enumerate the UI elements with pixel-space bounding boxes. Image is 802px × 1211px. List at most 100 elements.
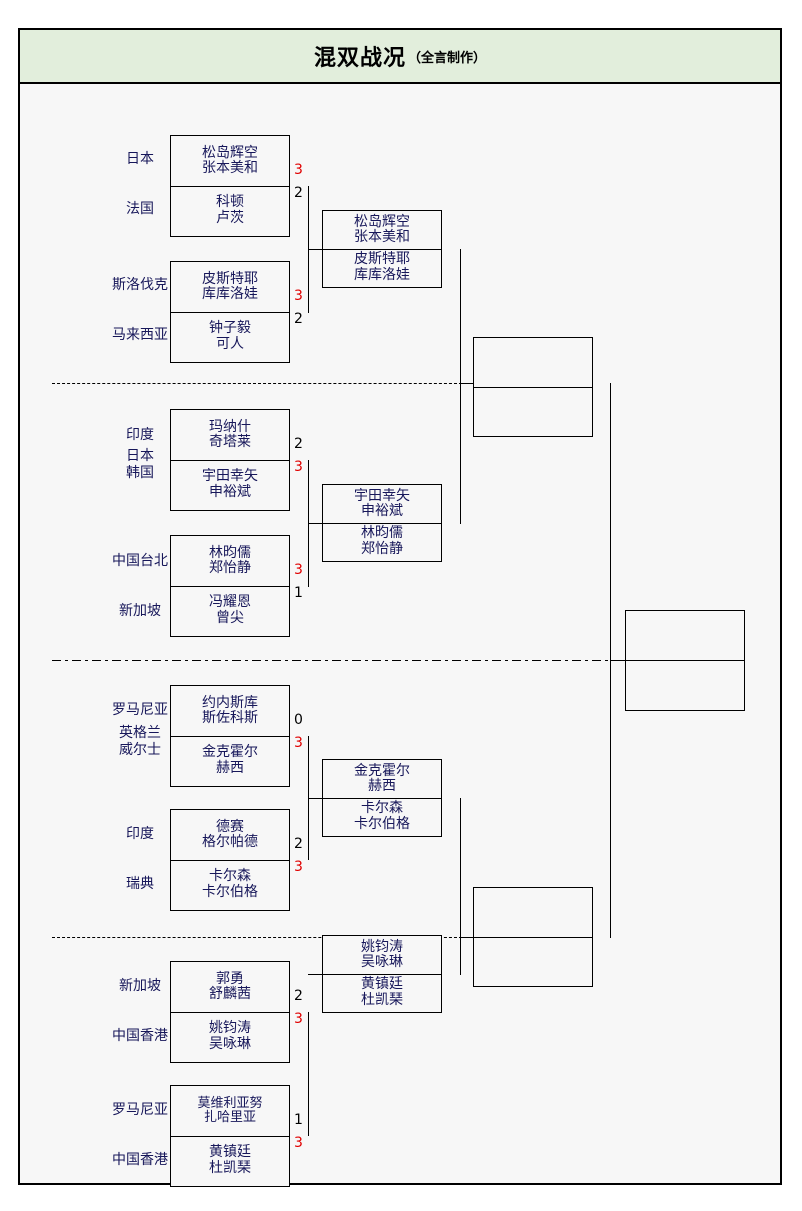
match-box-r1-5[interactable]: 约内斯库 斯佐科斯 金克霍尔 赫西	[170, 685, 290, 787]
match-box-r2-4[interactable]: 姚钧涛 吴咏琳 黄镇廷 杜凯琹	[322, 935, 442, 1013]
match-slot-bottom[interactable]: 黄镇廷 杜凯琹	[171, 1135, 289, 1186]
score-loser: 1	[294, 1112, 303, 1128]
score-loser: 2	[294, 436, 303, 452]
match-slot-bottom[interactable]: 皮斯特耶 库库洛娃	[323, 248, 441, 287]
match-box-r1-2[interactable]: 皮斯特耶 库库洛娃 钟子毅 可人	[170, 261, 290, 363]
match-slot-bottom[interactable]: 黄镇廷 杜凯琹	[323, 973, 441, 1012]
player-name: 申裕斌	[361, 503, 403, 519]
player-name: 杜凯琹	[361, 991, 403, 1008]
match-box-r2-1[interactable]: 松岛辉空 张本美和 皮斯特耶 库库洛娃	[322, 210, 442, 288]
match-box-r1-4[interactable]: 林昀儒 郑怡静 冯耀恩 曾尖	[170, 535, 290, 637]
match-box-r1-1[interactable]: 松岛辉空 张本美和 科顿 卢茨	[170, 135, 290, 237]
score-winner: 3	[294, 459, 303, 475]
match-slot-top[interactable]: 松岛辉空 张本美和	[323, 211, 441, 250]
player-name: 皮斯特耶	[202, 270, 258, 287]
player-name: 黄镇廷	[361, 976, 403, 993]
connector-horizontal	[460, 383, 482, 384]
match-slot-top[interactable]: 金克霍尔 赫西	[323, 760, 441, 799]
match-slot-bottom[interactable]: 钟子毅 可人	[171, 311, 289, 362]
match-slot-bottom[interactable]: 姚钧涛 吴咏琳	[171, 1011, 289, 1062]
player-name: 冯耀恩	[209, 594, 251, 611]
score-winner: 3	[294, 735, 303, 751]
player-name: 松岛辉空	[202, 144, 258, 161]
player-name: 库库洛娃	[202, 286, 258, 302]
country-label: 斯洛伐克	[112, 277, 168, 293]
bracket-canvas: 日本 法国 斯洛伐克 马来西亚 印度 日本 韩国 中国台北 新加坡 罗马尼亚 英…	[20, 84, 780, 1187]
country-label: 英格兰 威尔士	[119, 725, 161, 759]
score-winner: 3	[294, 1135, 303, 1151]
country-label: 中国香港	[112, 1152, 168, 1168]
player-name: 吴咏琳	[209, 1035, 251, 1052]
player-name: 德赛	[216, 818, 244, 835]
player-name: 莫维利亚努	[197, 1095, 263, 1111]
player-name: 申裕斌	[209, 483, 251, 500]
player-name: 松岛辉空	[354, 213, 410, 230]
match-box-final[interactable]	[625, 610, 745, 711]
match-box-r1-3[interactable]: 玛纳什 奇塔莱 宇田幸矢 申裕斌	[170, 409, 290, 511]
match-slot-bottom[interactable]: 卡尔森 卡尔伯格	[323, 797, 441, 836]
score-winner: 3	[294, 288, 303, 304]
player-name: 赫西	[368, 778, 396, 794]
match-slot-bottom[interactable]: 金克霍尔 赫西	[171, 735, 289, 786]
match-slot-top[interactable]	[474, 888, 592, 938]
player-name: 林昀儒	[361, 525, 403, 542]
match-slot-top[interactable]: 姚钧涛 吴咏琳	[323, 936, 441, 975]
country-label: 新加坡	[119, 978, 161, 994]
score-winner: 3	[294, 859, 303, 875]
player-name: 可人	[216, 335, 244, 352]
player-name: 卡尔森	[209, 868, 251, 885]
match-slot-top[interactable]	[474, 338, 592, 388]
match-slot-bottom[interactable]: 卡尔森 卡尔伯格	[171, 859, 289, 910]
score-loser: 2	[294, 311, 303, 327]
match-slot-bottom[interactable]: 科顿 卢茨	[171, 185, 289, 236]
match-slot-bottom[interactable]: 林昀儒 郑怡静	[323, 522, 441, 561]
match-slot-top[interactable]: 玛纳什 奇塔莱	[171, 410, 289, 461]
player-name: 宇田幸矢	[354, 487, 410, 504]
match-box-r3-2[interactable]	[473, 887, 593, 987]
match-slot-top[interactable]: 莫维利亚努 扎哈里亚	[171, 1086, 289, 1137]
match-slot-top[interactable]: 德赛 格尔帕德	[171, 810, 289, 861]
match-slot-bottom[interactable]	[474, 386, 592, 436]
match-slot-bottom[interactable]: 宇田幸矢 申裕斌	[171, 459, 289, 510]
match-box-r2-3[interactable]: 金克霍尔 赫西 卡尔森 卡尔伯格	[322, 759, 442, 837]
section-separator-3	[52, 937, 462, 938]
player-name: 郑怡静	[361, 540, 403, 557]
connector-horizontal	[308, 523, 330, 524]
player-name: 约内斯库	[202, 694, 258, 711]
player-name: 张本美和	[354, 229, 410, 245]
match-slot-top[interactable]: 松岛辉空 张本美和	[171, 136, 289, 187]
country-label: 新加坡	[119, 603, 161, 619]
match-slot-bottom[interactable]	[626, 660, 744, 710]
match-slot-top[interactable]: 约内斯库 斯佐科斯	[171, 686, 289, 737]
match-box-r1-7[interactable]: 郭勇 舒麟茜 姚钧涛 吴咏琳	[170, 961, 290, 1063]
player-name: 姚钧涛	[209, 1020, 251, 1037]
connector-horizontal	[460, 937, 482, 938]
player-name: 黄镇廷	[209, 1144, 251, 1161]
match-slot-top[interactable]	[626, 611, 744, 661]
country-label: 罗马尼亚	[112, 702, 168, 718]
match-slot-top[interactable]: 林昀儒 郑怡静	[171, 536, 289, 587]
player-name: 张本美和	[202, 160, 258, 176]
player-name: 赫西	[216, 759, 244, 776]
match-slot-top[interactable]: 郭勇 舒麟茜	[171, 962, 289, 1013]
player-name: 郭勇	[216, 970, 244, 987]
connector-vertical	[308, 1012, 309, 1136]
match-box-r2-2[interactable]: 宇田幸矢 申裕斌 林昀儒 郑怡静	[322, 484, 442, 562]
connector-vertical	[460, 798, 461, 975]
match-slot-top[interactable]: 皮斯特耶 库库洛娃	[171, 262, 289, 313]
player-name: 皮斯特耶	[354, 251, 410, 268]
match-slot-bottom[interactable]: 冯耀恩 曾尖	[171, 585, 289, 636]
player-name: 卢茨	[216, 209, 244, 226]
player-name: 郑怡静	[209, 560, 251, 576]
player-name: 库库洛娃	[354, 266, 410, 283]
match-box-r3-1[interactable]	[473, 337, 593, 437]
match-slot-top[interactable]: 宇田幸矢 申裕斌	[323, 485, 441, 524]
match-box-r1-6[interactable]: 德赛 格尔帕德 卡尔森 卡尔伯格	[170, 809, 290, 911]
country-label: 瑞典	[126, 876, 154, 892]
score-loser: 2	[294, 185, 303, 201]
player-name: 科顿	[216, 194, 244, 211]
country-label: 印度	[126, 826, 154, 842]
match-box-r1-8[interactable]: 莫维利亚努 扎哈里亚 黄镇廷 杜凯琹	[170, 1085, 290, 1187]
section-separator-1	[52, 383, 462, 384]
match-slot-bottom[interactable]	[474, 936, 592, 986]
